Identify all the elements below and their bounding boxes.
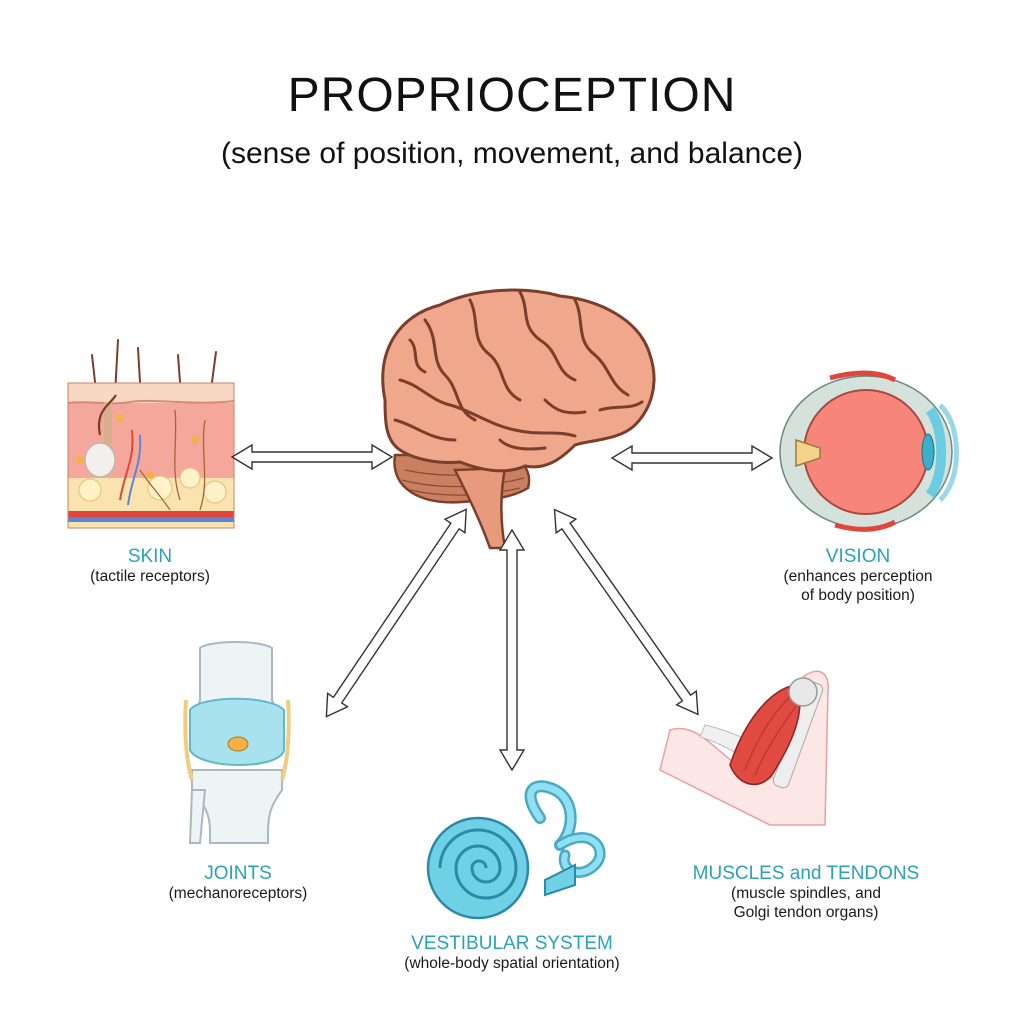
arrow-skin-brain: [230, 443, 394, 471]
vision-label-group: VISION (enhances perception of body posi…: [748, 545, 968, 606]
vestibular-label: VESTIBULAR SYSTEM: [411, 933, 613, 954]
skin-label: SKIN: [127, 546, 173, 567]
brain-icon: [381, 288, 656, 550]
arrow-brain-muscles: [553, 508, 699, 716]
skin-label-group: SKIN (tactile receptors): [40, 545, 260, 587]
arrow-brain-joints: [325, 508, 467, 718]
vestibular-description: (whole-body spatial orientation): [404, 955, 620, 973]
arrow-brain-vestibular: [498, 528, 526, 772]
diagram-title: PROPRIOCEPTION: [287, 69, 737, 122]
vision-label: VISION: [825, 546, 891, 567]
joints-label-group: JOINTS (mechanoreceptors): [118, 862, 358, 904]
skin-layers-icon: [67, 339, 235, 529]
muscles-description-line-2: Golgi tendon organs): [733, 904, 879, 922]
knee-joint-icon: [183, 641, 291, 844]
muscles-label: MUSCLES and TENDONS: [692, 863, 920, 884]
eyeball-icon: [779, 370, 959, 532]
joints-label: JOINTS: [204, 863, 272, 884]
diagram-subtitle: (sense of position, movement, and balanc…: [221, 137, 803, 170]
muscles-label-group: MUSCLES and TENDONS (muscle spindles, an…: [666, 862, 946, 923]
arm-muscles-icon: [659, 670, 829, 826]
vestibular-label-group: VESTIBULAR SYSTEM (whole-body spatial or…: [352, 932, 672, 974]
vision-description-line-1: (enhances perception: [783, 568, 933, 586]
arrow-brain-vision: [610, 444, 774, 472]
muscles-description-line-1: (muscle spindles, and: [731, 885, 881, 903]
joints-description: (mechanoreceptors): [168, 885, 308, 903]
vision-description-line-2: of body position): [801, 587, 915, 605]
inner-ear-icon: [426, 780, 606, 920]
skin-description: (tactile receptors): [90, 568, 210, 586]
